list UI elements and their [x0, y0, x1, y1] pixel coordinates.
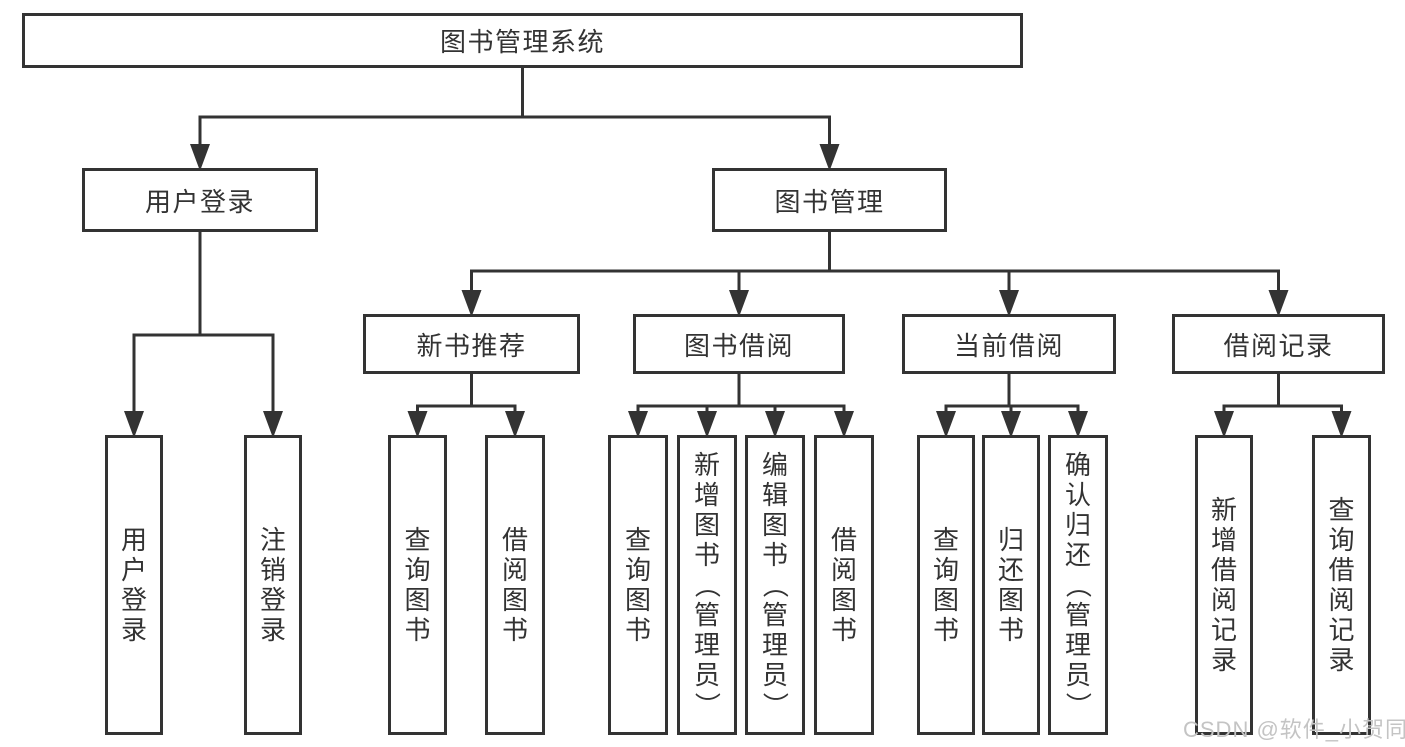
vertical-char: 记 — [1210, 615, 1237, 645]
vertical-char: 阅 — [1328, 585, 1355, 615]
vertical-char: 图 — [761, 510, 788, 540]
vertical-char: 查 — [404, 525, 431, 555]
vertical-char: 书 — [624, 615, 651, 645]
vertical-char: 图 — [997, 585, 1024, 615]
node-new-book-recommend-label: 新书推荐 — [416, 330, 527, 361]
vertical-char: 查 — [624, 525, 651, 555]
vertical-char: 图 — [693, 510, 720, 540]
vertical-char: 记 — [1328, 615, 1355, 645]
vertical-char: 增 — [693, 480, 720, 510]
vertical-char: 户 — [120, 555, 147, 585]
vertical-char: 询 — [1328, 525, 1355, 555]
vertical-char: 录 — [1210, 645, 1237, 675]
vertical-char: 询 — [404, 555, 431, 585]
vertical-char: ） — [1063, 691, 1093, 718]
vertical-char: 阅 — [501, 555, 528, 585]
node-book-borrowing-label: 图书借阅 — [683, 330, 794, 361]
vertical-char: 管 — [761, 600, 788, 630]
vertical-char: 书 — [761, 540, 788, 570]
vertical-char: 借 — [501, 525, 528, 555]
node-current-borrowing-label: 当前借阅 — [953, 330, 1064, 361]
node-query-books-current: 查询图书 — [917, 435, 975, 735]
vertical-char: 借 — [1328, 555, 1355, 585]
vertical-char: （ — [692, 571, 722, 598]
vertical-char: 录 — [1328, 645, 1355, 675]
vertical-char: 图 — [830, 585, 857, 615]
vertical-char: 图 — [404, 585, 431, 615]
vertical-char: 书 — [830, 615, 857, 645]
vertical-char: 管 — [1064, 600, 1091, 630]
node-library-system: 图书管理系统 — [22, 13, 1023, 68]
vertical-char: 确 — [1064, 450, 1091, 480]
node-new-book-recommend: 新书推荐 — [363, 314, 580, 374]
node-library-system-label: 图书管理系统 — [439, 27, 605, 57]
node-user-login-branch-label: 用户登录 — [144, 186, 255, 217]
vertical-char: 注 — [259, 525, 286, 555]
vertical-char: 销 — [259, 555, 286, 585]
vertical-char: 录 — [120, 615, 147, 645]
node-current-borrowing: 当前借阅 — [902, 314, 1116, 374]
vertical-char: 员 — [1064, 660, 1091, 690]
vertical-char: 新 — [693, 450, 720, 480]
node-borrow-books-recommend: 借阅图书 — [485, 435, 545, 735]
node-return-books: 归还图书 — [982, 435, 1040, 735]
node-user-login-leaf: 用户登录 — [105, 435, 163, 735]
node-query-borrow-record: 查询借阅记录 — [1312, 435, 1371, 735]
node-user-login-branch: 用户登录 — [82, 168, 318, 232]
vertical-char: 图 — [624, 585, 651, 615]
vertical-char: 录 — [259, 615, 286, 645]
node-book-management-label: 图书管理 — [774, 186, 885, 217]
node-logout-leaf: 注销登录 — [244, 435, 302, 735]
vertical-char: 增 — [1210, 525, 1237, 555]
vertical-char: 理 — [693, 630, 720, 660]
vertical-char: 登 — [259, 585, 286, 615]
vertical-char: 书 — [932, 615, 959, 645]
vertical-char: 还 — [997, 555, 1024, 585]
node-book-borrowing: 图书借阅 — [633, 314, 845, 374]
node-borrowing-records: 借阅记录 — [1172, 314, 1385, 374]
vertical-char: 图 — [932, 585, 959, 615]
vertical-char: 询 — [932, 555, 959, 585]
vertical-char: ） — [692, 691, 722, 718]
csdn-watermark: CSDN @软件_小贺同学 — [1183, 717, 1405, 742]
vertical-char: （ — [760, 571, 790, 598]
vertical-char: 书 — [404, 615, 431, 645]
node-query-books-recommend: 查询图书 — [388, 435, 447, 735]
vertical-char: 编 — [761, 450, 788, 480]
vertical-char: 理 — [761, 630, 788, 660]
vertical-char: 理 — [1064, 630, 1091, 660]
node-edit-books-admin: 编辑图书（管理员） — [745, 435, 805, 735]
node-borrow-books-leaf: 借阅图书 — [814, 435, 874, 735]
vertical-char: 员 — [693, 660, 720, 690]
vertical-char: 询 — [624, 555, 651, 585]
node-add-borrow-record: 新增借阅记录 — [1195, 435, 1253, 735]
node-borrowing-records-label: 借阅记录 — [1223, 330, 1334, 361]
node-query-books-borrowing: 查询图书 — [608, 435, 668, 735]
vertical-char: 借 — [830, 525, 857, 555]
vertical-char: 书 — [501, 615, 528, 645]
vertical-char: 归 — [1064, 510, 1091, 540]
vertical-char: 还 — [1064, 540, 1091, 570]
node-confirm-return-admin: 确认归还（管理员） — [1048, 435, 1108, 735]
vertical-char: 查 — [932, 525, 959, 555]
vertical-char: 查 — [1328, 495, 1355, 525]
vertical-char: 管 — [693, 600, 720, 630]
vertical-char: 阅 — [830, 555, 857, 585]
vertical-char: 登 — [120, 585, 147, 615]
vertical-char: 图 — [501, 585, 528, 615]
node-add-books-admin: 新增图书（管理员） — [677, 435, 737, 735]
vertical-char: 新 — [1210, 495, 1237, 525]
vertical-char: 阅 — [1210, 585, 1237, 615]
vertical-char: 用 — [120, 525, 147, 555]
vertical-char: 书 — [693, 540, 720, 570]
vertical-char: 员 — [761, 660, 788, 690]
node-book-management: 图书管理 — [712, 168, 947, 232]
vertical-char: 书 — [997, 615, 1024, 645]
vertical-char: （ — [1063, 571, 1093, 598]
vertical-char: ） — [760, 691, 790, 718]
vertical-char: 认 — [1064, 480, 1091, 510]
vertical-char: 辑 — [761, 480, 788, 510]
vertical-char: 借 — [1210, 555, 1237, 585]
vertical-char: 归 — [997, 525, 1024, 555]
